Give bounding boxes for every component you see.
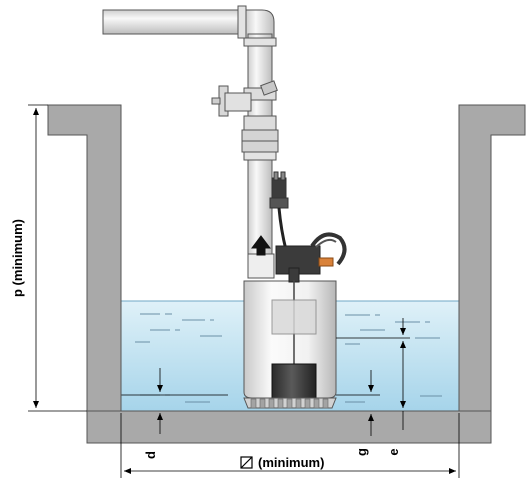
plug-icon: [269, 171, 289, 251]
intake-grille: [250, 398, 329, 409]
dimension-diameter: [120, 413, 460, 478]
dimension-e: [336, 318, 410, 430]
dimension-p-label: p (minimum): [10, 219, 25, 297]
delivery-pipe: [102, 5, 279, 255]
dimension-d-label: d: [143, 451, 158, 459]
left-wall: [47, 104, 122, 412]
right-wall: [458, 104, 526, 412]
dimension-diameter-label: (minimum): [258, 455, 324, 470]
dimension-e-label: e: [386, 448, 401, 455]
gate-valve-icon: [211, 80, 278, 117]
pit-floor: [86, 410, 492, 444]
float-switch: [271, 363, 317, 399]
submersible-pump: [243, 232, 347, 409]
dimension-g: [336, 370, 380, 436]
dimension-p: [28, 104, 87, 412]
pit-walls: [47, 104, 526, 444]
water-ripples: [135, 313, 442, 403]
arrow-up-icon: [251, 235, 271, 256]
diameter-symbol-icon: [240, 456, 253, 469]
dimension-g-label: g: [354, 448, 369, 456]
